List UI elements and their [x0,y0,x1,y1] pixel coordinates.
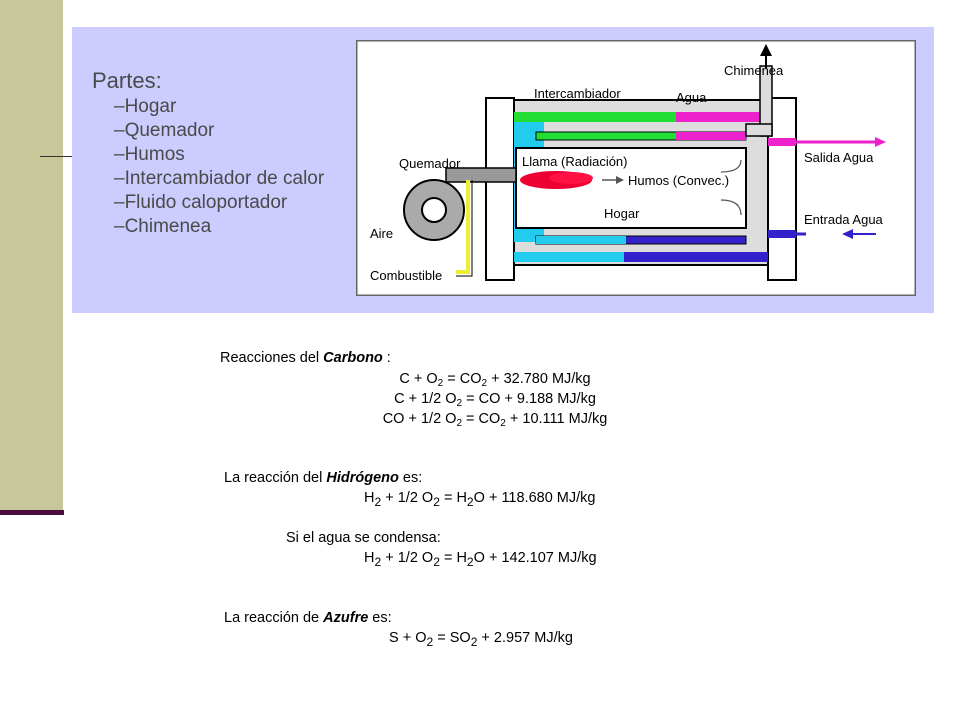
eq-sub: 2 [481,378,488,389]
eq-part: = H [439,550,467,566]
eq-part: H [364,490,375,506]
hidrogeno-heading: La reacción del Hidrógeno es: [224,470,422,486]
eq-part: = SO [433,630,471,646]
label-agua: Agua [676,90,707,105]
eq-part: + 1/2 O [381,490,434,506]
label-aire: Aire [370,226,393,241]
eq-part: CO + 1/2 O [382,411,457,427]
label-intercambiador: Intercambiador [534,86,621,101]
eq-part: + 1/2 O [381,550,434,566]
part-item: Fluido caloportador [114,191,324,215]
carbono-prefix: Reacciones del [220,350,324,366]
burner-nozzle [445,167,517,183]
label-quemador: Quemador [399,156,461,171]
part-item: Hogar [114,95,324,119]
eq-sub: 2 [500,418,506,429]
label-hogar: Hogar [604,206,640,221]
water-inlet-arrow-icon [842,229,853,239]
eq-part: = CO [443,371,482,387]
eq-sub: 2 [433,554,440,569]
azufre-heading: La reacción de Azufre es: [224,610,392,626]
water-outlet-arrow-icon [875,137,886,147]
left-flange [485,97,515,281]
eq-part: + 10.111 MJ/kg [505,411,608,427]
hidrogeno-equation: H2 + 1/2 O2 = H2O + 118.680 MJ/kg [364,490,595,509]
left-sidebar-bar [0,0,63,512]
eq-sub: 2 [470,634,478,649]
carbono-equation-1: C + O2 = CO2 + 32.780 MJ/kg [195,371,795,389]
eq-sub: 2 [456,398,463,409]
label-humos: Humos (Convec.) [628,173,729,188]
eq-sub: 2 [374,554,382,569]
eq-sub: 2 [426,634,434,649]
right-flange [767,97,797,281]
water-jacket-bottom [514,252,768,262]
carbono-equation-3: CO + 1/2 O2 = CO2 + 10.111 MJ/kg [195,411,795,429]
eq-sub: 2 [374,494,382,509]
eq-part: = CO + 9.188 MJ/kg [462,391,596,407]
eq-part: = H [439,490,467,506]
azufre-suffix: es: [368,610,392,626]
label-salida-agua: Salida Agua [804,150,874,165]
part-item: Quemador [114,119,324,143]
azufre-equation: S + O2 = SO2 + 2.957 MJ/kg [389,630,573,649]
condensa-equation: H2 + 1/2 O2 = H2O + 142.107 MJ/kg [364,550,597,569]
eq-sub: 2 [437,378,444,389]
hidrogeno-suffix: es: [398,470,423,486]
burner-fan-hub [421,197,447,223]
water-outlet-stub [768,138,796,146]
fuel-line-edge [456,180,473,277]
fuel-line [456,180,470,274]
part-item: Humos [114,143,324,167]
sidebar-bottom-line [0,510,64,515]
water-jacket-top-green [514,112,768,122]
eq-sub: 2 [466,494,474,509]
hidrogeno-name: Hidrógeno [326,470,399,486]
chimney-arrow-icon [760,44,772,56]
inner-pipe-top-hot [676,132,746,140]
label-llama: Llama (Radiación) [522,154,628,169]
chimney-elbow [745,123,773,137]
eq-part: S + O [389,630,427,646]
eq-part: C + 1/2 O [394,391,457,407]
eq-sub: 2 [466,554,474,569]
boiler-diagram: Chimenea Intercambiador Agua Quemador Ll… [356,40,916,296]
eq-part: + 2.957 MJ/kg [477,630,573,646]
eq-part: + 32.780 MJ/kg [487,371,591,387]
carbono-equation-2: C + 1/2 O2 = CO + 9.188 MJ/kg [195,391,795,409]
part-item: Chimenea [114,215,324,239]
eq-part: O + 118.680 MJ/kg [473,490,596,506]
eq-sub: 2 [433,494,440,509]
parts-list-block: Partes: Hogar Quemador Humos Intercambia… [92,68,324,239]
condensa-label: Si el agua se condensa: [286,530,441,546]
eq-sub: 2 [456,418,463,429]
water-inlet-stub [768,230,796,238]
water-jacket-top-hot [676,112,768,122]
parts-list: Hogar Quemador Humos Intercambiador de c… [92,95,325,239]
sidebar-tick-line [40,156,72,157]
azufre-prefix: La reacción de [224,610,324,626]
hidrogeno-prefix: La reacción del [224,470,327,486]
part-item: Intercambiador de calor [114,167,325,191]
carbono-suffix: : [382,350,391,366]
label-chimenea: Chimenea [724,63,784,78]
eq-part: = CO [462,411,501,427]
label-entrada-agua: Entrada Agua [804,212,884,227]
carbono-heading: Reacciones del Carbono : [220,350,391,366]
label-combustible: Combustible [370,268,442,283]
carbono-name: Carbono [323,350,383,366]
eq-part: O + 142.107 MJ/kg [473,550,597,566]
eq-part: C + O [399,371,438,387]
convection-arrow-down [720,199,742,216]
azufre-name: Azufre [323,610,369,626]
convection-arrow-up [720,159,742,173]
smoke-arrow-icon [616,176,624,184]
inner-pipe-bottom-cyan [536,236,626,244]
flame-core [549,172,593,184]
furnace-chamber [515,147,747,229]
eq-part: H [364,550,375,566]
parts-title: Partes: [92,68,162,93]
water-jacket-bottom-cyan [514,252,624,262]
